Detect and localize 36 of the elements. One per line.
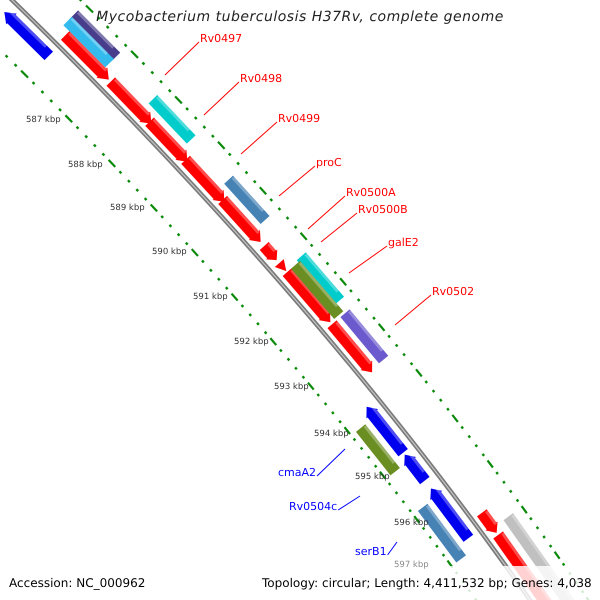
leader-line <box>338 496 360 510</box>
gene-label: Rv0500B <box>358 203 408 216</box>
scale-label: 587 kbp <box>26 115 61 125</box>
scale-label: 596 kbp <box>394 518 429 528</box>
gene-label: Rv0498 <box>240 72 282 85</box>
gene-label: Rv0499 <box>278 112 320 125</box>
scale-label: 588 kbp <box>68 160 103 170</box>
leader-line <box>204 82 240 116</box>
leader-line <box>164 42 200 76</box>
footer-text: Topology: circular; Length: 4,411,532 bp; Genes: 4,038 <box>262 576 592 591</box>
scale-label: 593 kbp <box>274 382 309 392</box>
gene-label: serB1 <box>355 545 387 558</box>
gene-label: Rv0504c <box>289 500 338 513</box>
footer-text: Accession: NC_000962 <box>9 576 146 591</box>
leader-line <box>387 542 398 556</box>
leader-line <box>240 122 278 154</box>
gene-label: cmaA2 <box>278 466 316 479</box>
leader-line <box>394 294 432 326</box>
scale-label: 592 kbp <box>234 337 269 347</box>
leader-line <box>348 246 388 274</box>
scale-label: 590 kbp <box>152 247 187 257</box>
scale-label: 591 kbp <box>193 292 228 302</box>
scale-label: 595 kbp <box>355 472 390 482</box>
gene-label: Rv0502 <box>432 285 474 298</box>
leader-line <box>320 212 358 242</box>
gene-label: proC <box>316 156 342 169</box>
gene-label: galE2 <box>388 236 419 249</box>
scale-label: 594 kbp <box>314 429 349 439</box>
scale-label: 597 kbp <box>394 560 429 570</box>
title: Mycobacterium tuberculosis H37Rv, complete genome <box>95 9 505 25</box>
gene-label: Rv0500A <box>346 186 396 199</box>
leader-line <box>278 166 316 196</box>
leader-line <box>316 448 346 476</box>
scale-label: 589 kbp <box>110 203 145 213</box>
gene-label: Rv0497 <box>200 32 242 45</box>
leader-line <box>308 196 346 230</box>
